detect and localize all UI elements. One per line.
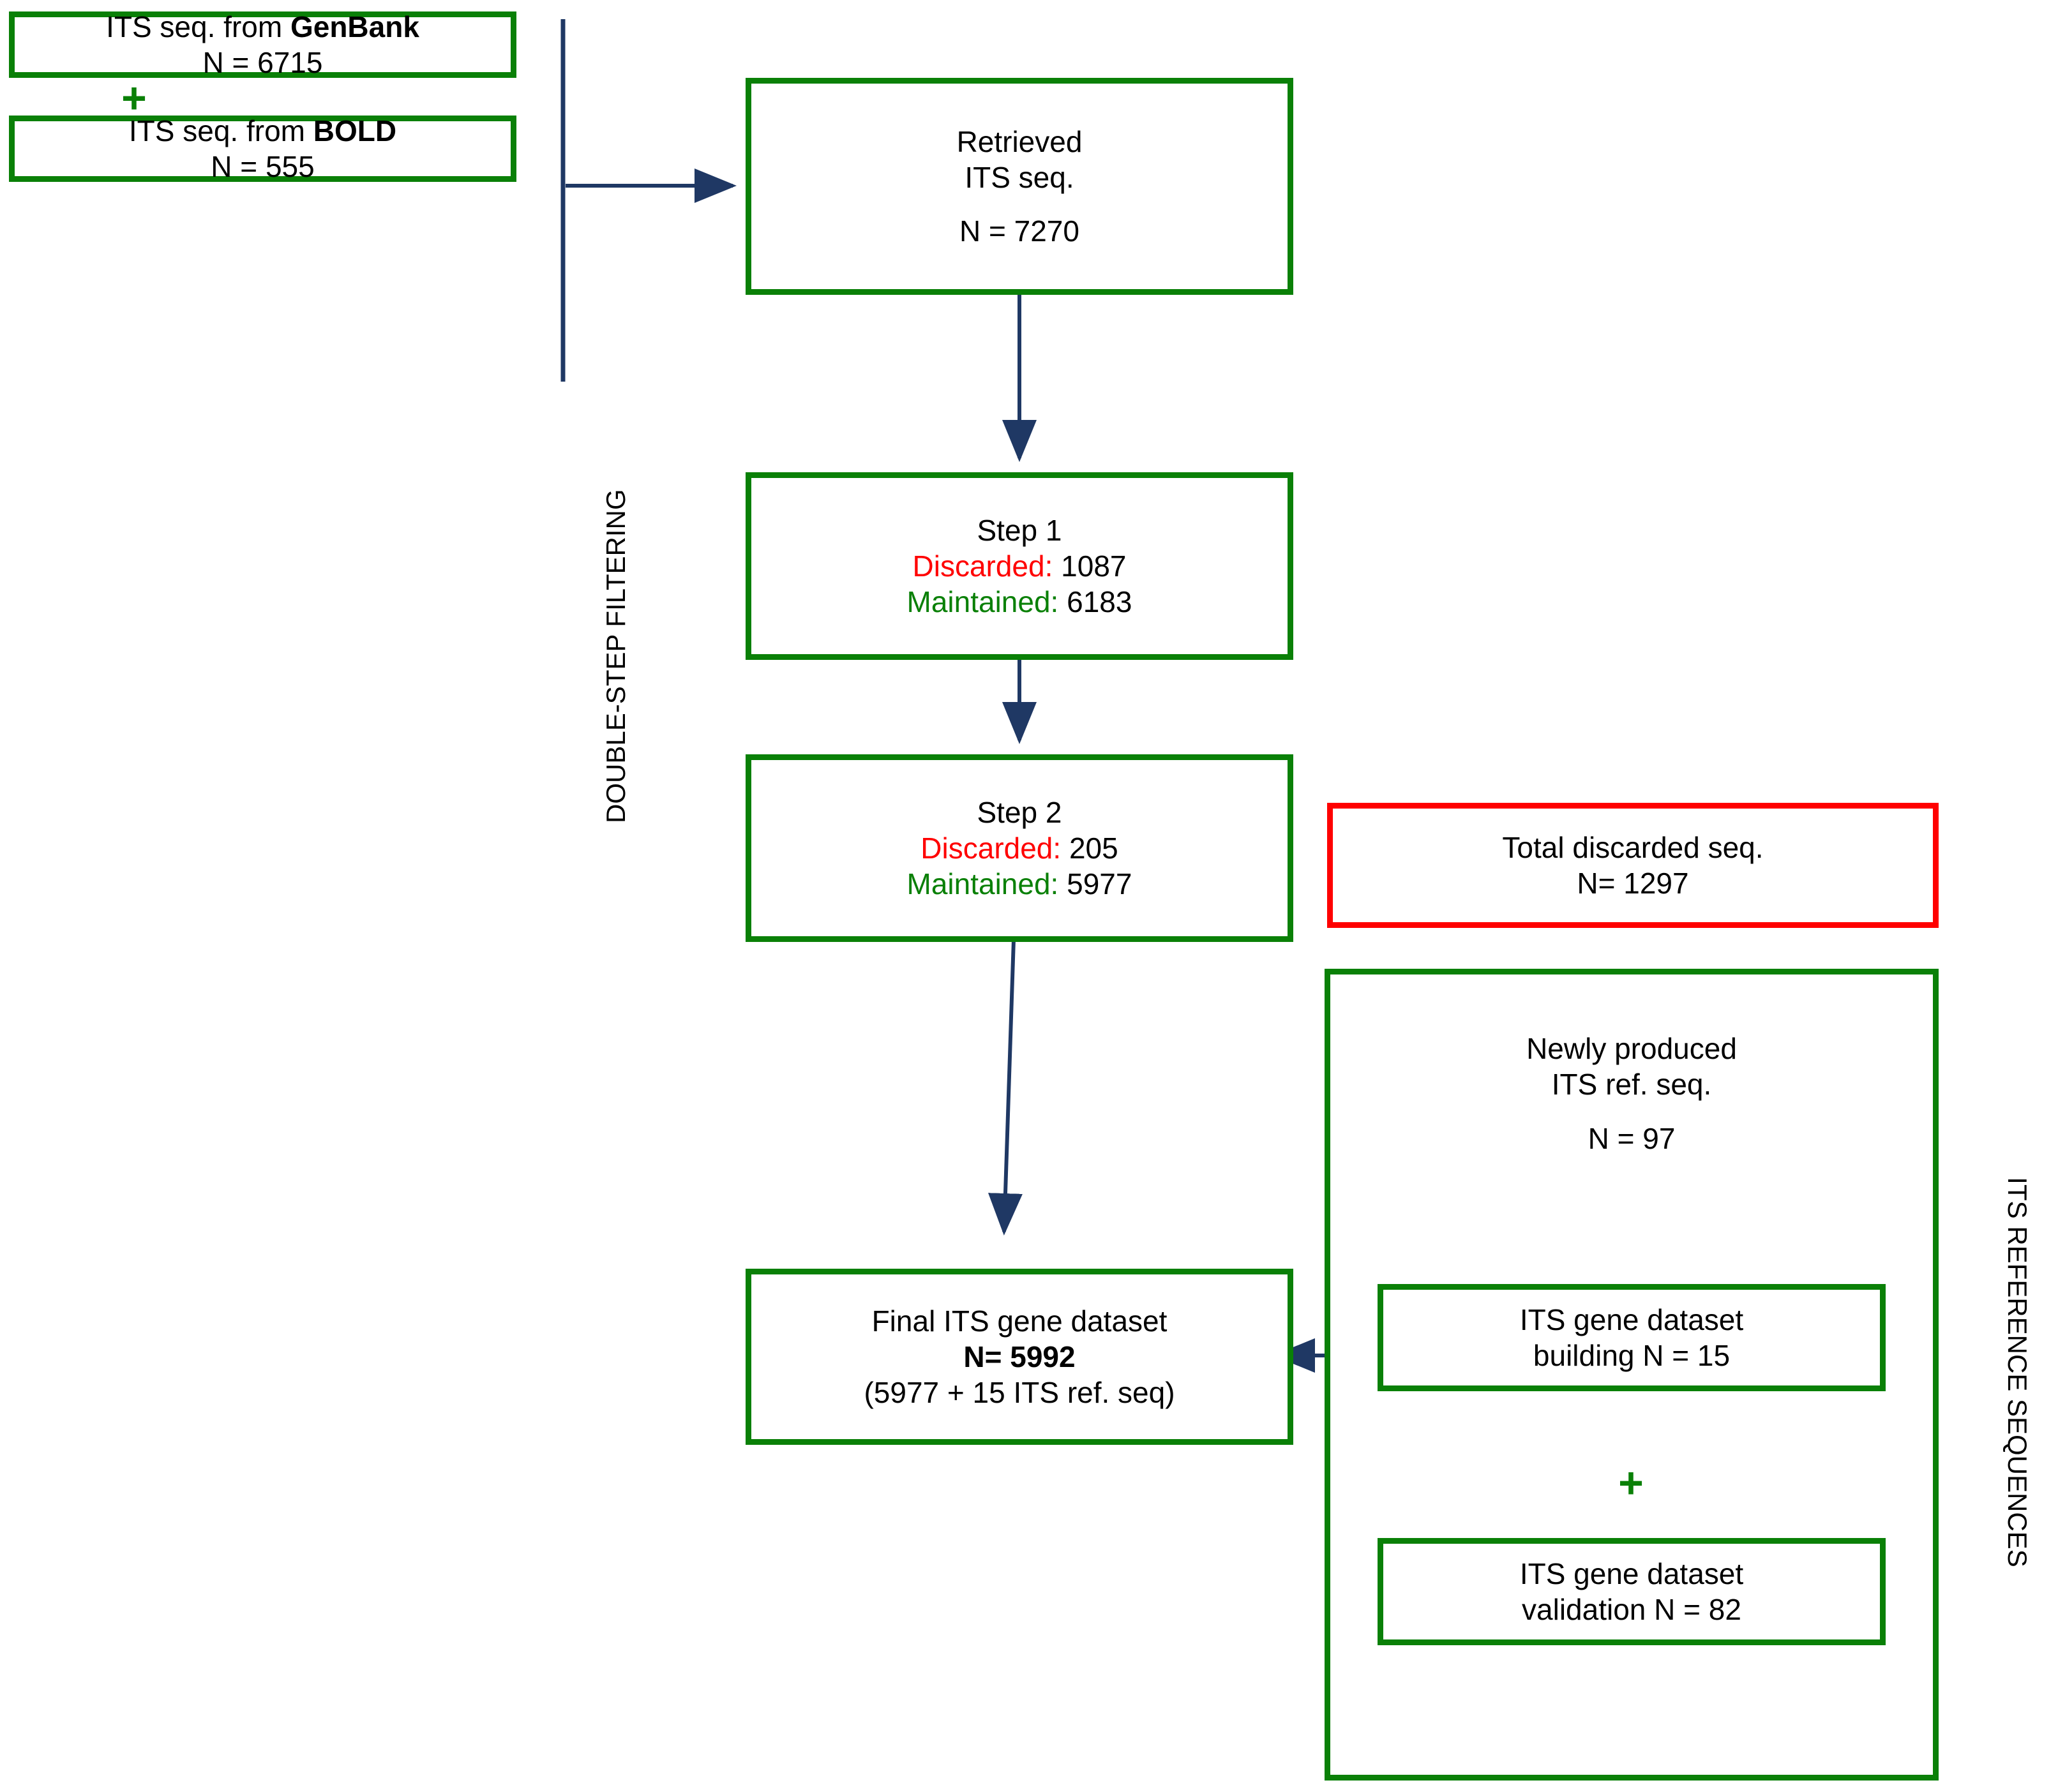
genbank-source-name: GenBank bbox=[290, 10, 419, 43]
bold-source-name: BOLD bbox=[313, 114, 397, 147]
box-its-dataset-validation: ITS gene dataset validation N = 82 bbox=[1378, 1538, 1886, 1645]
box-final-its-gene-dataset: Final ITS gene dataset N= 5992 (5977 + 1… bbox=[746, 1269, 1293, 1445]
step2-maintained: Maintained: 5977 bbox=[906, 867, 1132, 901]
retrieved-count: N = 7270 bbox=[959, 214, 1079, 248]
box-its-seq-bold: ITS seq. from BOLD N = 555 bbox=[9, 114, 516, 183]
box-total-discarded: Total discarded seq. N= 1297 bbox=[1327, 803, 1939, 928]
box-step-1: Step 1 Discarded: 1087 Maintained: 6183 bbox=[746, 472, 1293, 660]
newly-produced-line1: Newly produced bbox=[1526, 1032, 1737, 1065]
retrieved-line1: Retrieved bbox=[956, 124, 1083, 158]
final-line1: Final ITS gene dataset bbox=[871, 1304, 1168, 1338]
total-discarded-count: N= 1297 bbox=[1577, 867, 1689, 900]
arrow-step2-to-final bbox=[988, 939, 1023, 1236]
newly-produced-count: N = 97 bbox=[1588, 1121, 1676, 1155]
plus-icon-sources: + bbox=[121, 74, 147, 123]
total-discarded-line1: Total discarded seq. bbox=[1502, 830, 1764, 864]
box-its-dataset-building: ITS gene dataset building N = 15 bbox=[1378, 1284, 1886, 1391]
label-double-step-filtering: DOUBLE-STEP FILTERING bbox=[601, 489, 631, 823]
genbank-label: ITS seq. from GenBank bbox=[106, 10, 419, 43]
box-step-2: Step 2 Discarded: 205 Maintained: 5977 bbox=[746, 754, 1293, 942]
step1-title: Step 1 bbox=[977, 513, 1062, 547]
validation-line1: ITS gene dataset bbox=[1519, 1557, 1744, 1590]
building-line2: building N = 15 bbox=[1533, 1339, 1731, 1372]
box-retrieved-its-seq: Retrieved ITS seq. N = 7270 bbox=[746, 78, 1293, 295]
validation-line2: validation N = 82 bbox=[1522, 1593, 1741, 1626]
final-line3: (5977 + 15 ITS ref. seq) bbox=[864, 1376, 1175, 1410]
plus-icon-reference: + bbox=[1618, 1459, 1644, 1507]
label-its-reference-sequences: ITS REFERENCE SEQUENCES bbox=[2002, 1177, 2032, 1567]
step1-discarded: Discarded: 1087 bbox=[912, 549, 1127, 583]
bold-count: N = 555 bbox=[211, 150, 315, 183]
newly-produced-line2: ITS ref. seq. bbox=[1551, 1068, 1712, 1101]
bold-label: ITS seq. from BOLD bbox=[128, 114, 397, 147]
step2-discarded: Discarded: 205 bbox=[920, 831, 1118, 865]
step2-title: Step 2 bbox=[977, 795, 1062, 829]
genbank-count: N = 6715 bbox=[202, 46, 323, 79]
building-line1: ITS gene dataset bbox=[1519, 1303, 1744, 1336]
box-its-seq-genbank: ITS seq. from GenBank N = 6715 bbox=[9, 10, 516, 79]
final-line2: N= 5992 bbox=[963, 1340, 1076, 1373]
step1-maintained: Maintained: 6183 bbox=[906, 585, 1132, 619]
retrieved-line2: ITS seq. bbox=[965, 160, 1074, 194]
